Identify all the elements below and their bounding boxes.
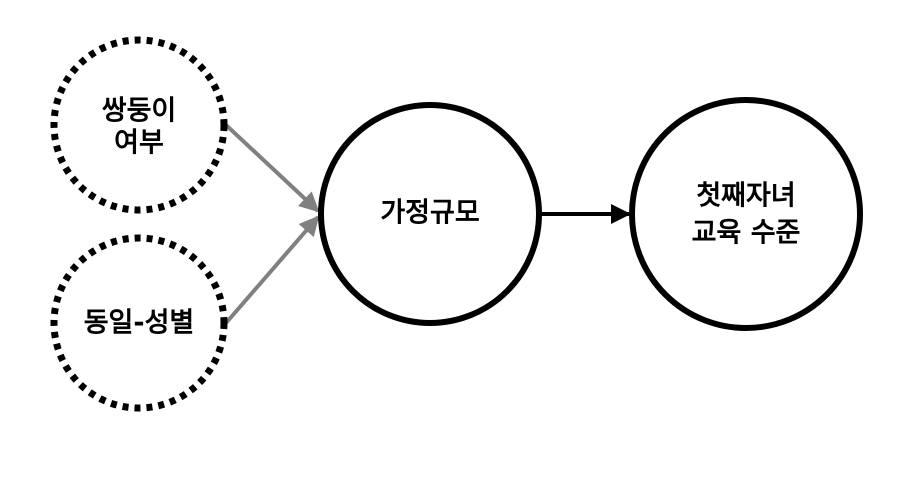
node-same-sex: 동일-성별 <box>50 234 228 412</box>
node-same-sex-label: 동일-성별 <box>84 308 195 339</box>
node-twin-status: 쌍둥이 여부 <box>50 36 228 214</box>
node-twin-status-label-line1: 쌍둥이 <box>102 96 177 127</box>
node-twin-status-label-line2: 여부 <box>114 128 164 159</box>
node-twin-status-circle <box>50 36 228 214</box>
edge-twin-to-family-size <box>224 123 320 213</box>
node-same-sex-circle <box>50 234 228 412</box>
node-first-child-education-label-line1: 첫째자녀 <box>696 181 795 212</box>
edge-same-sex-to-family-size <box>224 215 320 325</box>
node-family-size: 가정규모 <box>318 102 542 326</box>
node-family-size-label: 가정규모 <box>380 198 479 229</box>
node-first-child-education-label-line2: 교육 수준 <box>692 218 801 249</box>
node-family-size-circle <box>318 102 542 326</box>
node-first-child-education: 첫째자녀 교육 수준 <box>629 97 863 331</box>
node-first-child-education-circle <box>629 97 863 331</box>
